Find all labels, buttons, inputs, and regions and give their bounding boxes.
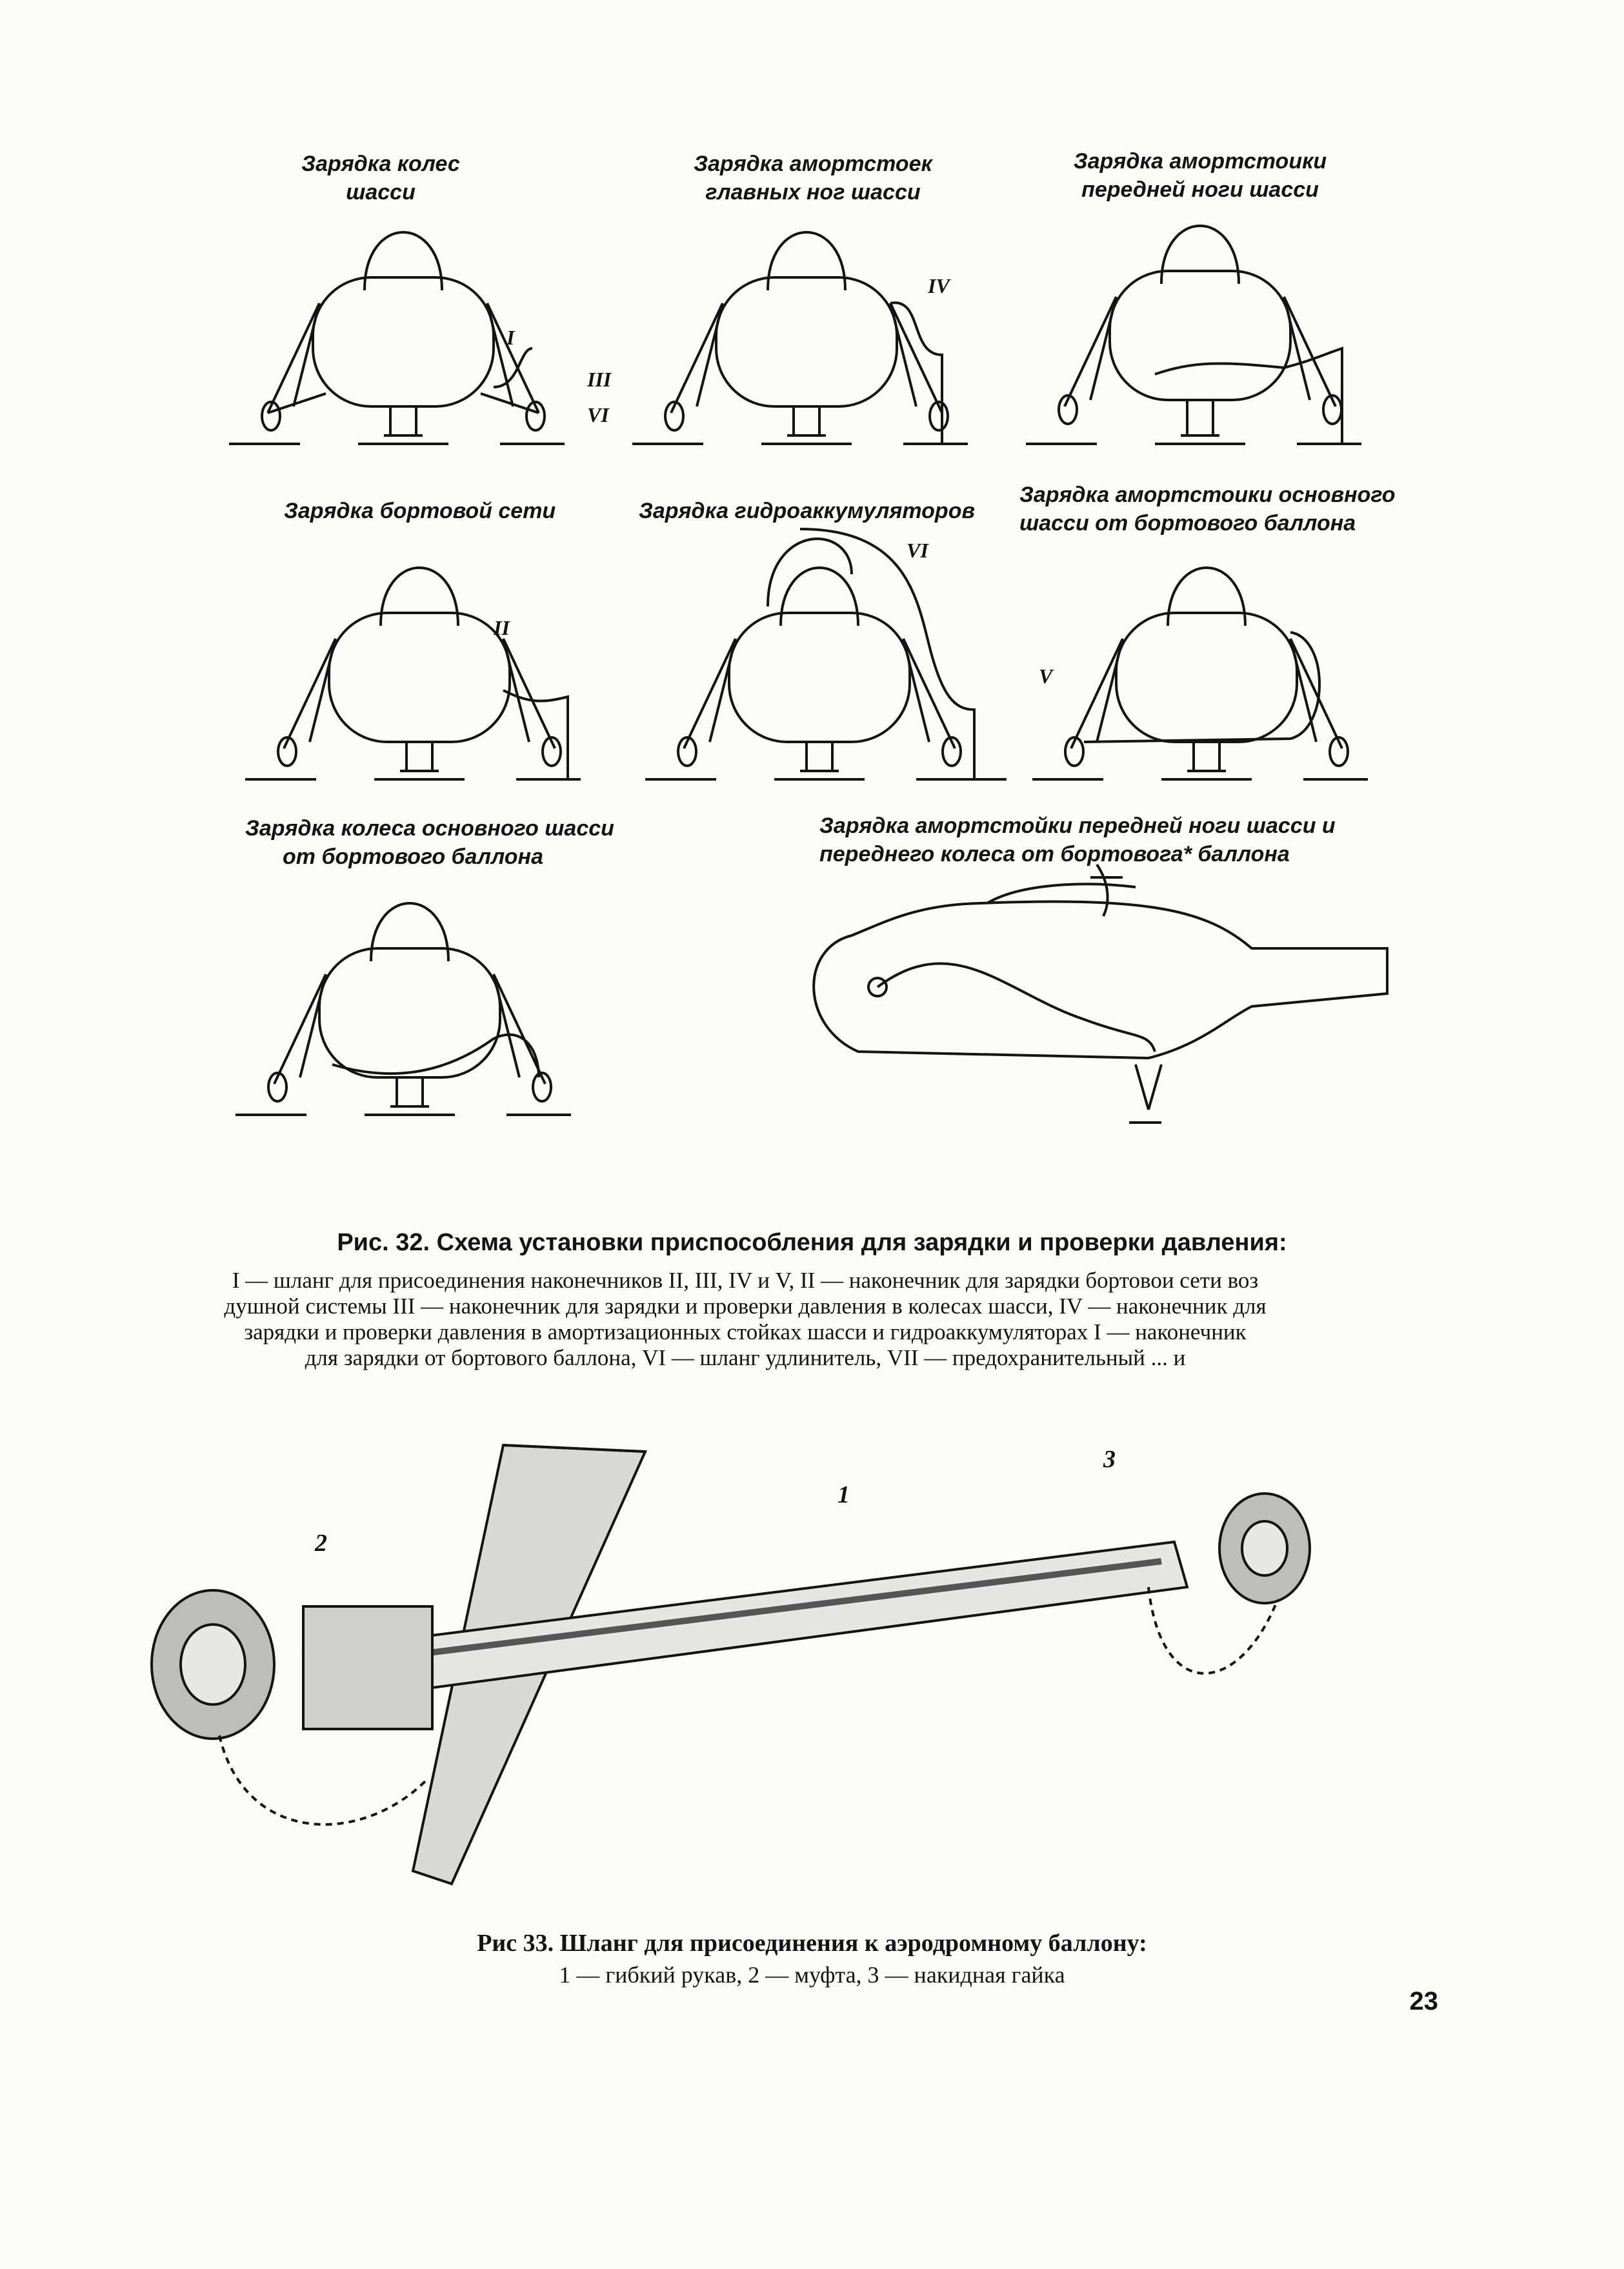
legend-line: душной системы III — наконечник для заря…: [224, 1294, 1267, 1319]
panel-4-title: Зарядка бортовой сети: [284, 499, 556, 523]
helicopter-front-view-drawing: [245, 566, 581, 781]
panel-8-title: Зарядка амортстойки передней ноги шасси …: [819, 814, 1336, 866]
page-number: 23: [1409, 1987, 1439, 2015]
helicopter-front-view-drawing: [1026, 225, 1361, 445]
helicopter-front-view-drawing: [632, 231, 968, 445]
helicopter-side-view-drawing: [812, 863, 1388, 1124]
helicopter-front-view-drawing: [229, 231, 565, 445]
helicopter-front-view-drawing: [236, 902, 571, 1116]
figure-33-caption-title: Рис 33. Шланг для присоединения к аэродр…: [477, 1930, 1147, 1957]
marker-IV: IV: [928, 274, 950, 297]
figure-33-legend: 1 — гибкий рукав, 2 — муфта, 3 — накидна…: [559, 1962, 1065, 1988]
callout-2: 2: [315, 1530, 327, 1557]
figure-32-caption-title: Рис. 32. Схема установки приспособления …: [337, 1229, 1287, 1256]
figure-32-legend: I — шланг для присоединения наконечников…: [155, 1268, 1336, 1371]
callout-1: 1: [837, 1481, 850, 1508]
legend-line: зарядки и проверки давления в амортизаци…: [244, 1319, 1247, 1344]
callout-3: 3: [1103, 1446, 1116, 1473]
marker-II: II: [494, 616, 510, 639]
legend-line: I — шланг для присоединения наконечников…: [232, 1268, 1259, 1293]
helicopter-front-view-drawing: [1032, 566, 1368, 781]
marker-V: V: [1039, 665, 1053, 688]
marker-VI: VI: [587, 403, 609, 426]
helicopter-front-view-drawing: [645, 528, 1007, 781]
legend-line: для зарядки от бортового баллона, VI — ш…: [305, 1345, 1186, 1370]
marker-III: III: [587, 368, 612, 391]
marker-VI-hydro: VI: [907, 539, 928, 562]
marker-I: I: [506, 326, 515, 349]
hose-cutaway-drawing: [150, 1443, 1311, 1886]
panel-5-title: Зарядка гидроаккумуляторов: [639, 499, 976, 523]
